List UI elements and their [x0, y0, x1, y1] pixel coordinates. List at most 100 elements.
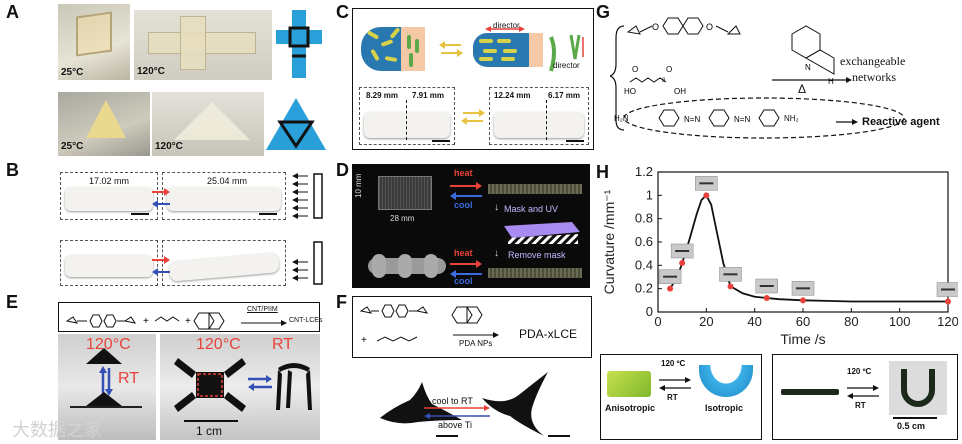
frame-c2: 12.24 mm 6.17 mm: [489, 87, 589, 145]
temp-label: 120°C: [137, 66, 165, 77]
dim-height: 10 mm: [354, 173, 363, 198]
legend-box-left: 120 ºC RT Anisotropic Isotropic: [600, 354, 762, 440]
cool-label: cool to RT: [432, 396, 473, 406]
arrows-h-left: [659, 377, 691, 391]
scale-label: 1 cm: [196, 424, 223, 438]
np-label: PDA NPs: [459, 339, 493, 348]
data-point: [945, 298, 951, 305]
temp-label: 120 ºC: [661, 359, 686, 368]
frame-b2: 25.04 mm: [162, 172, 286, 220]
data-point: [763, 295, 770, 301]
x-tick-label: 0: [654, 314, 661, 329]
panel-label-c: C: [336, 2, 349, 22]
rt-label: RT: [272, 336, 294, 353]
scheme-box-e: + + CNT/PIIM CNT-LCEs: [58, 302, 323, 332]
data-point: [679, 260, 686, 266]
photo-a-top-left: 25°C: [58, 4, 130, 80]
arrows-b1: [152, 188, 170, 208]
director-label: director: [553, 61, 580, 70]
frame-c1: 8.29 mm 7.91 mm: [359, 87, 455, 145]
svg-text:N=N: N=N: [734, 115, 750, 124]
length-label: 25.04 mm: [207, 176, 248, 186]
panel-label-f: F: [336, 292, 347, 312]
cross-diagram: [276, 10, 322, 78]
step-label: Mask and UV: [504, 204, 559, 214]
photo-a-bottom-right: 120°C: [152, 92, 264, 156]
y-tick-label: 0.8: [635, 211, 653, 226]
measure-label: 8.29 mm: [366, 91, 399, 100]
photo-e-left: 120°C RT: [58, 334, 156, 440]
x-tick-label: 20: [699, 314, 713, 329]
product-label: PDA-xLCE: [519, 327, 578, 341]
shape-flat: [174, 358, 246, 412]
heat-label: heat: [454, 248, 473, 258]
frame-c: director director 8.29 mm 7.91 mm 12.24 …: [352, 8, 594, 150]
stimulus-diagram-b2: [292, 241, 323, 285]
mask-diagram: [504, 222, 580, 244]
svg-text:+: +: [361, 335, 367, 346]
y-axis-label: Curvature /mm⁻¹: [601, 189, 617, 294]
scheme-product: CNT-LCEs: [289, 317, 323, 324]
networks-label: networks: [852, 70, 896, 84]
frame-b3: [60, 240, 158, 286]
x-tick-label: 40: [747, 314, 761, 329]
director-label: director: [493, 21, 520, 30]
panel-label-e: E: [6, 292, 19, 312]
isotropic-label: Isotropic: [705, 403, 744, 413]
rt-label: RT: [118, 370, 140, 387]
x-tick-label: 80: [844, 314, 858, 329]
svg-text:+: +: [143, 316, 149, 327]
amine-label: H₂N: [614, 114, 629, 123]
frame-b4: [162, 240, 286, 286]
panel-label-h: H: [596, 162, 609, 182]
scheme-condition: CNT/PIIM: [247, 306, 278, 313]
cool-label: cool: [454, 276, 473, 286]
y-tick-label: 0: [646, 304, 653, 319]
delta-label: Δ: [798, 82, 807, 96]
arrows-e: [248, 375, 272, 391]
legend-box-right: 120 ºC RT 0.5 cm: [772, 354, 958, 440]
svg-text:HO: HO: [624, 87, 636, 96]
shape-folded: [276, 363, 312, 410]
x-tick-label: 120: [937, 314, 958, 329]
y-tick-label: 1.2: [635, 164, 653, 179]
y-tick-label: 0.2: [635, 281, 653, 296]
temp-label: 25°C: [61, 67, 84, 78]
arrows-c: [461, 109, 485, 125]
y-tick-label: 0.4: [635, 257, 653, 272]
data-point: [727, 283, 734, 290]
scheme-box-f: + PDA NPs PDA-xLCE: [352, 296, 592, 358]
photo-a-bottom-left: 25°C: [58, 92, 150, 156]
curve-line: [669, 193, 948, 303]
subscript-label: 8: [662, 78, 666, 84]
scale-label: 0.5 cm: [897, 421, 926, 431]
rt-label: RT: [667, 393, 678, 402]
triangle-diagram: [266, 98, 326, 150]
above-label: above Ti: [438, 420, 473, 430]
svg-text:OH: OH: [674, 87, 686, 96]
cool-label: cool: [454, 200, 473, 210]
scheme-e: + +: [65, 312, 287, 330]
measure-label: 12.24 mm: [494, 91, 531, 100]
rt-label: RT: [855, 401, 866, 410]
svg-text:O: O: [706, 22, 713, 32]
arrows-b2: [152, 256, 170, 276]
temp-label: 25°C: [61, 141, 84, 152]
arrows-d2: [450, 260, 482, 278]
temp-label: 120°C: [196, 336, 241, 353]
director-schematic: [361, 26, 584, 72]
networks-label: exchangeable: [840, 54, 906, 68]
svg-text:O: O: [666, 65, 672, 74]
panel-label-g: G: [596, 2, 611, 22]
temp-label: 120°C: [155, 141, 183, 152]
x-axis-label: Time /s: [780, 331, 825, 347]
panel-label-d: D: [336, 160, 349, 180]
data-point: [800, 297, 806, 304]
length-label: 17.02 mm: [89, 176, 130, 186]
panel-label-b: B: [6, 160, 19, 180]
measure-label: 7.91 mm: [412, 91, 445, 100]
step-label: Remove mask: [508, 250, 566, 260]
amine-label: NH₂: [784, 114, 799, 123]
svg-text:O: O: [632, 65, 638, 74]
